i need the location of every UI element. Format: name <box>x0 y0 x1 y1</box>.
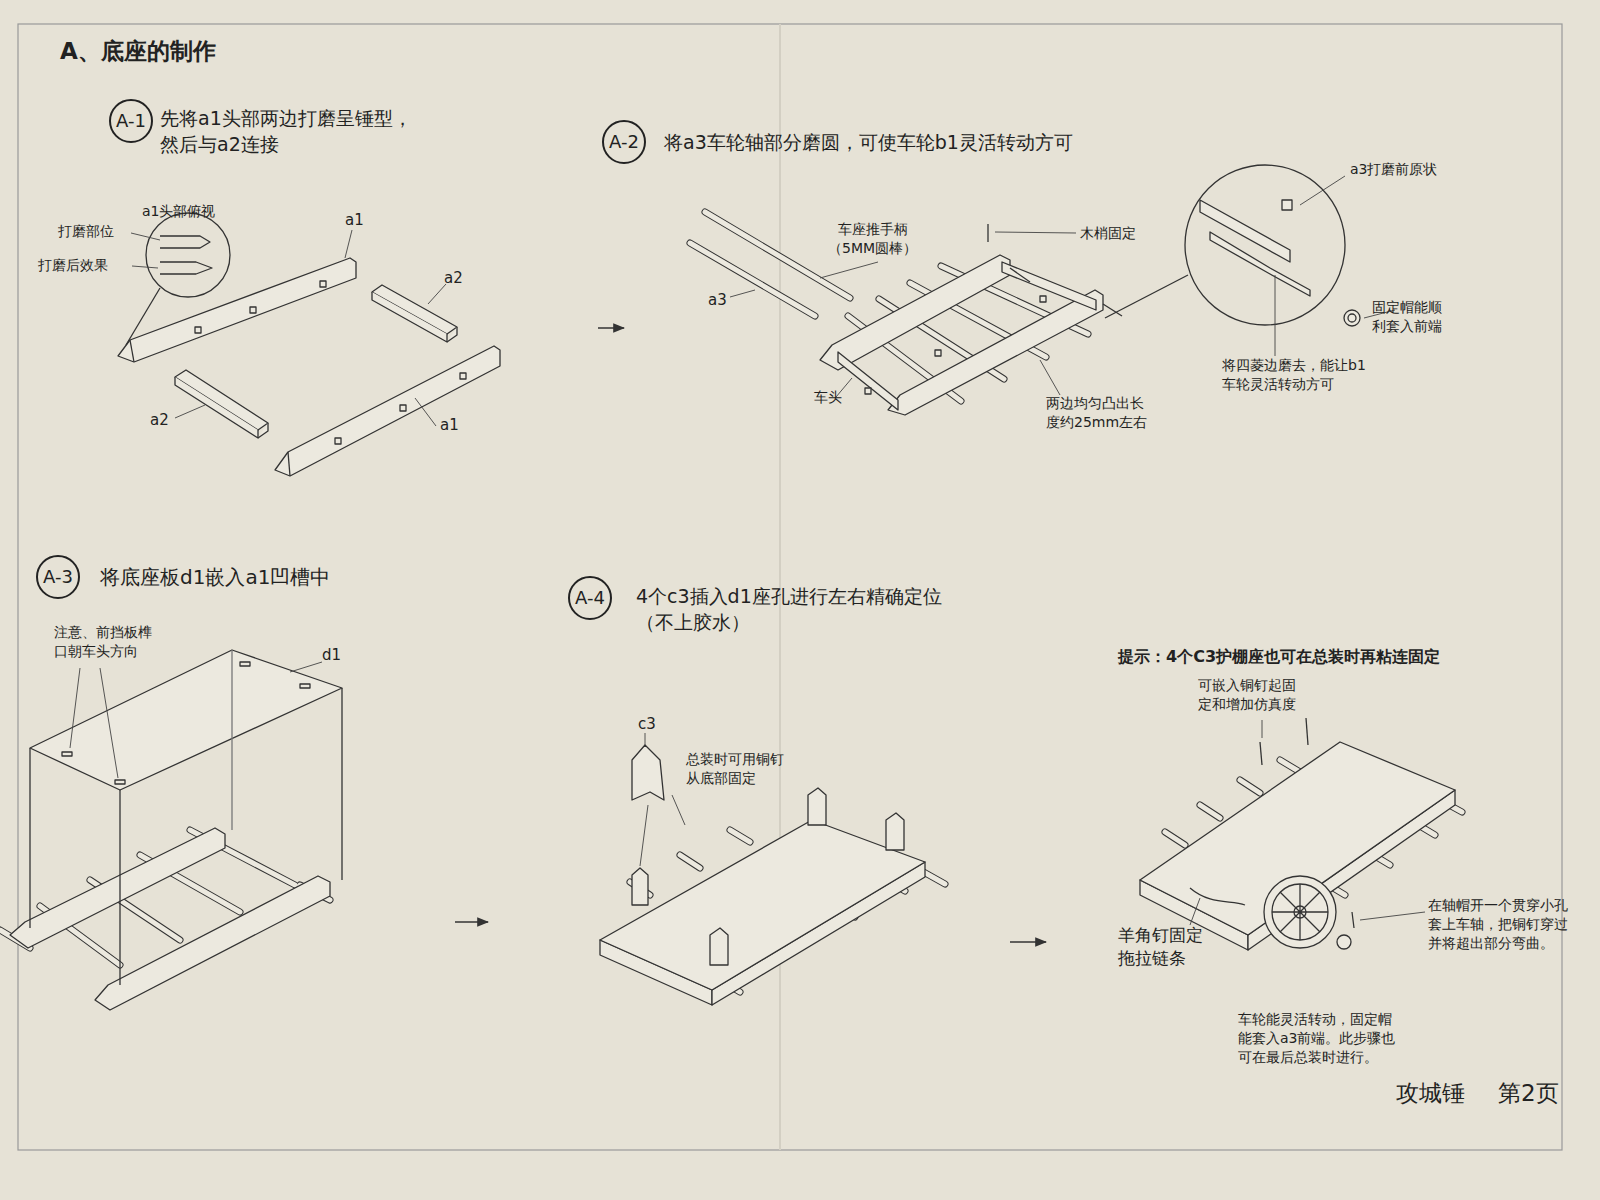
callout-label: a1 <box>345 210 364 230</box>
text-line: 4个c3插入d1座孔进行左右精确定位 <box>636 584 942 610</box>
callout-label: 将a3车轮轴部分磨圆，可使车轮b1灵活转动方可 <box>664 130 1073 156</box>
text-line: 将a3车轮轴部分磨圆，可使车轮b1灵活转动方可 <box>664 130 1073 156</box>
callout-label: 羊角钉固定 拖拉链条 <box>1118 924 1203 970</box>
text-line: （不上胶水） <box>636 610 942 636</box>
step-badge: A-3 <box>36 555 80 599</box>
text-line: 车轮能灵活转动，固定帽 <box>1238 1010 1396 1029</box>
callout-label: a3打磨前原状 <box>1350 160 1438 179</box>
section-title: A、底座的制作 <box>60 36 216 67</box>
step-number: A-2 <box>609 133 639 151</box>
step-number: A-4 <box>575 589 605 607</box>
text-line: a2 <box>150 410 169 430</box>
text-line: 车座推手柄 <box>828 220 917 239</box>
text-line: a1 <box>345 210 364 230</box>
text-line: 羊角钉固定 <box>1118 924 1203 947</box>
text-line: a3打磨前原状 <box>1350 160 1438 179</box>
text-line: 木梢固定 <box>1080 224 1136 243</box>
callout-label: a1头部俯视 <box>142 202 216 221</box>
text-line: 可在最后总装时进行。 <box>1238 1048 1396 1067</box>
text-line: 并将超出部分弯曲。 <box>1428 934 1568 953</box>
text-line: 打磨部位 <box>58 222 114 241</box>
callout-label: c3 <box>638 714 656 734</box>
text-line: 度约25mm左右 <box>1046 413 1147 432</box>
callout-label: 在轴帽开一个贯穿小孔 套上车轴，把铜钉穿过 并将超出部分弯曲。 <box>1428 896 1568 953</box>
callout-label: 固定帽能顺 利套入前端 <box>1372 298 1442 336</box>
text-line: 定和增加仿真度 <box>1198 695 1296 714</box>
text-line: a1头部俯视 <box>142 202 216 221</box>
callout-label: a1 <box>440 415 459 435</box>
text-line: 先将a1头部两边打磨呈锤型， <box>160 106 412 132</box>
text-line: 从底部固定 <box>686 769 784 788</box>
text-line: 将四菱边磨去，能让b1 <box>1222 356 1366 375</box>
callout-label: a2 <box>444 268 463 288</box>
text-line: 提示：4个C3护棚座也可在总装时再粘连固定 <box>1118 646 1440 668</box>
callout-label: 将四菱边磨去，能让b1 车轮灵活转动方可 <box>1222 356 1366 394</box>
text-line: 套上车轴，把铜钉穿过 <box>1428 915 1568 934</box>
step-badge: A-2 <box>602 120 646 164</box>
text-line: 车头 <box>814 388 842 407</box>
callout-label: 4个c3插入d1座孔进行左右精确定位 （不上胶水） <box>636 584 942 635</box>
callout-label: 车头 <box>814 388 842 407</box>
callout-label: 打磨部位 <box>58 222 114 241</box>
callout-label: 总装时可用铜钉 从底部固定 <box>686 750 784 788</box>
step-badge: A-1 <box>109 99 153 143</box>
callout-label: 第2页 <box>1498 1078 1559 1109</box>
text-line: 然后与a2连接 <box>160 132 412 158</box>
callout-label: 车轮能灵活转动，固定帽 能套入a3前端。此步骤也 可在最后总装时进行。 <box>1238 1010 1396 1067</box>
callout-label: 将底座板d1嵌入a1凹槽中 <box>100 564 330 591</box>
callout-label: a3 <box>708 290 727 310</box>
text-line: 利套入前端 <box>1372 317 1442 336</box>
text-line: 固定帽能顺 <box>1372 298 1442 317</box>
text-line: 攻城锤 <box>1396 1078 1465 1109</box>
text-line: c3 <box>638 714 656 734</box>
callout-label: a2 <box>150 410 169 430</box>
text-line: 总装时可用铜钉 <box>686 750 784 769</box>
text-line: 第2页 <box>1498 1078 1559 1109</box>
text-line: 口朝车头方向 <box>54 642 152 661</box>
callout-label: 车座推手柄 （5MM圆棒） <box>828 220 917 258</box>
text-line: a2 <box>444 268 463 288</box>
callout-label: d1 <box>322 645 341 665</box>
text-line: 两边均匀凸出长 <box>1046 394 1147 413</box>
text-line: 将底座板d1嵌入a1凹槽中 <box>100 564 330 591</box>
callout-label: 木梢固定 <box>1080 224 1136 243</box>
text-line: 车轮灵活转动方可 <box>1222 375 1366 394</box>
text-line: 打磨后效果 <box>38 256 108 275</box>
text-line: 拖拉链条 <box>1118 947 1203 970</box>
callout-label: 攻城锤 <box>1396 1078 1465 1109</box>
text-line: 可嵌入铜钉起固 <box>1198 676 1296 695</box>
text-line: d1 <box>322 645 341 665</box>
callout-label: 两边均匀凸出长 度约25mm左右 <box>1046 394 1147 432</box>
text-line: a3 <box>708 290 727 310</box>
step-number: A-3 <box>43 568 73 586</box>
text-line: 在轴帽开一个贯穿小孔 <box>1428 896 1568 915</box>
callout-label: 提示：4个C3护棚座也可在总装时再粘连固定 <box>1118 646 1440 668</box>
callout-label: 可嵌入铜钉起固 定和增加仿真度 <box>1198 676 1296 714</box>
text-line: 注意、前挡板榫 <box>54 623 152 642</box>
callout-label: 打磨后效果 <box>38 256 108 275</box>
callout-label: 先将a1头部两边打磨呈锤型， 然后与a2连接 <box>160 106 412 157</box>
text-line: a1 <box>440 415 459 435</box>
step-badge: A-4 <box>568 576 612 620</box>
text-line: （5MM圆棒） <box>828 239 917 258</box>
step-number: A-1 <box>116 112 146 130</box>
text-line: 能套入a3前端。此步骤也 <box>1238 1029 1396 1048</box>
callout-label: 注意、前挡板榫 口朝车头方向 <box>54 623 152 661</box>
